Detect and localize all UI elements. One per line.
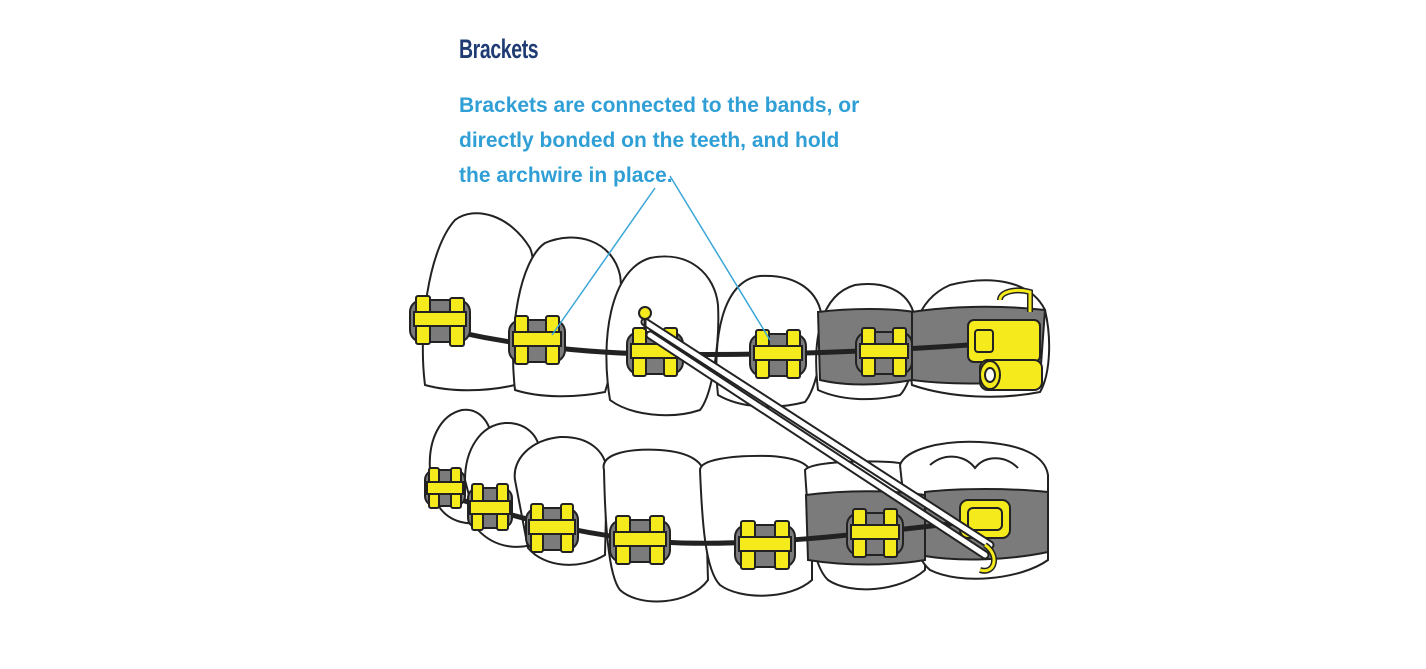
- bracket-icon: [609, 515, 671, 565]
- bracket-icon: [846, 508, 904, 558]
- elastic-hook-icon: [638, 306, 997, 574]
- bracket-icon: [855, 327, 913, 377]
- bracket-icon: [467, 483, 513, 531]
- bracket-icon: [508, 315, 566, 365]
- leader-line-1: [551, 187, 656, 336]
- buccal-tube-icon: [967, 287, 1043, 391]
- diagram-title: Brackets: [459, 34, 539, 64]
- description-line-3: the archwire in place.: [459, 164, 673, 187]
- bracket-icon: [749, 329, 807, 379]
- description-line-1: Brackets are connected to the bands, or: [459, 94, 860, 117]
- callout-leader-lines: [551, 175, 771, 341]
- upper-brackets: [409, 287, 1043, 391]
- bracket-icon: [409, 295, 471, 347]
- bracket-icon: [424, 467, 466, 509]
- bracket-icon: [734, 520, 796, 570]
- lower-molar-cusps: [929, 455, 1019, 470]
- description-line-2: directly bonded on the teeth, and hold: [459, 129, 840, 152]
- bracket-icon: [525, 503, 579, 553]
- bracket-description: Brackets are connected to the bands, or …: [459, 88, 959, 193]
- upper-tooth-2: [512, 236, 623, 398]
- leader-line-2: [669, 175, 771, 341]
- lower-brackets: [424, 467, 1011, 570]
